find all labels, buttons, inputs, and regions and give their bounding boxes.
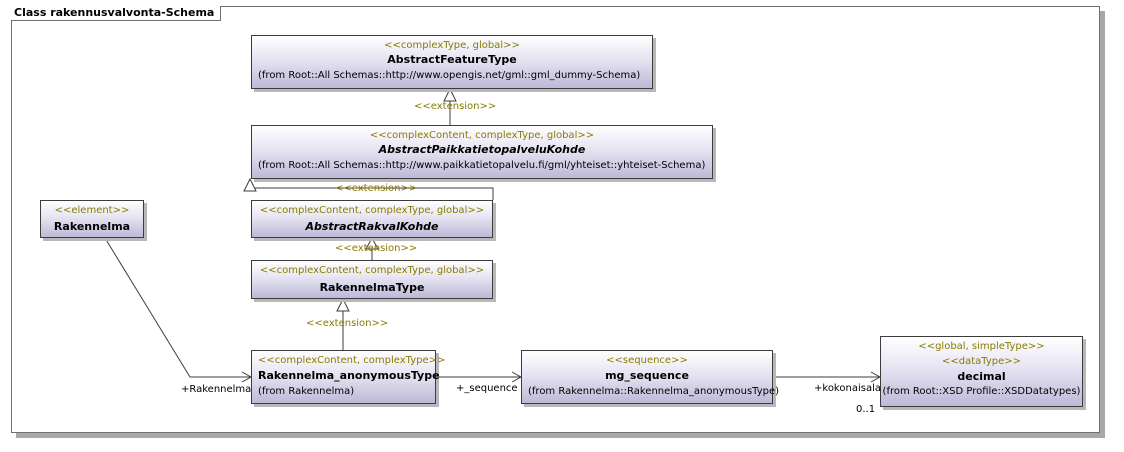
class-name: AbstractFeatureType xyxy=(387,53,517,66)
class-rakennelma-type[interactable]: <<complexContent, complexType, global>> … xyxy=(251,260,493,299)
class-name: decimal xyxy=(957,370,1006,383)
diagram-frame-title: Class rakennusvalvonta-Schema xyxy=(11,6,222,21)
generalization-arrowhead-3 xyxy=(365,236,379,250)
stereotype-label: <<element>> xyxy=(54,205,130,216)
extension-label-4: <<extension>> xyxy=(306,318,389,329)
association-line-rakennelma xyxy=(104,237,251,378)
class-name: AbstractPaikkatietopalveluKohde xyxy=(378,143,586,156)
stereotype-label: <<complexContent, complexType, global>> xyxy=(369,130,595,141)
stereotype-label: <<complexContent, complexType, global>> xyxy=(259,265,485,276)
multiplicity-label-kokonaisala: 0..1 xyxy=(856,404,876,415)
element-rakennelma[interactable]: <<element>> Rakennelma xyxy=(40,200,144,238)
role-label-kokonaisala: +kokonaisala xyxy=(814,383,881,394)
stereotype-label-1: <<global, simpleType>> xyxy=(918,341,1045,352)
generalization-arrowhead-2 xyxy=(243,177,257,192)
class-origin: (from Root::All Schemas::http://www.paik… xyxy=(258,160,706,171)
class-origin: (from Rakennelma::Rakennelma_anonymousTy… xyxy=(528,386,780,397)
extension-label-2: <<extension>> xyxy=(335,183,418,194)
stereotype-label: <<complexContent, complexType, global>> xyxy=(259,205,485,216)
class-abstract-rakval-kohde[interactable]: <<complexContent, complexType, global>> … xyxy=(251,200,493,238)
stereotype-label: <<complexType, global>> xyxy=(384,40,520,51)
class-name: mg_sequence xyxy=(605,369,689,382)
extension-label-1: <<extension>> xyxy=(414,101,497,112)
class-name: Rakennelma xyxy=(53,220,131,233)
role-label-sequence: +_sequence xyxy=(456,383,518,394)
role-label-rakennelma: +Rakennelma xyxy=(181,384,252,395)
class-mg-sequence[interactable]: <<sequence>> mg_sequence (from Rakennelm… xyxy=(521,350,780,404)
class-origin: (from Root::All Schemas::http://www.open… xyxy=(258,70,641,81)
class-decimal[interactable]: <<global, simpleType>> <<dataType>> deci… xyxy=(880,336,1083,407)
class-origin: (from Rakennelma) xyxy=(258,386,355,397)
stereotype-label: <<complexContent, complexType>> xyxy=(258,355,446,366)
class-abstract-feature-type[interactable]: <<complexType, global>> AbstractFeatureT… xyxy=(251,35,653,89)
class-name: Rakennelma_anonymousType xyxy=(258,369,440,382)
generalization-arrowhead-4 xyxy=(336,297,350,312)
class-name: AbstractRakvalKohde xyxy=(305,220,439,233)
generalization-arrowhead-1 xyxy=(443,87,457,102)
class-name: RakennelmaType xyxy=(319,281,425,294)
class-origin: (from Root::XSD Profile::XSDDatatypes) xyxy=(882,386,1081,397)
stereotype-label: <<sequence>> xyxy=(606,355,688,366)
class-abstract-paikkatietopalvelu-kohde[interactable]: <<complexContent, complexType, global>> … xyxy=(251,125,713,179)
class-rakennelma-anonymous-type[interactable]: <<complexContent, complexType>> Rakennel… xyxy=(251,350,446,404)
extension-label-3: <<extension>> xyxy=(335,243,418,254)
stereotype-label-2: <<dataType>> xyxy=(941,356,1021,367)
